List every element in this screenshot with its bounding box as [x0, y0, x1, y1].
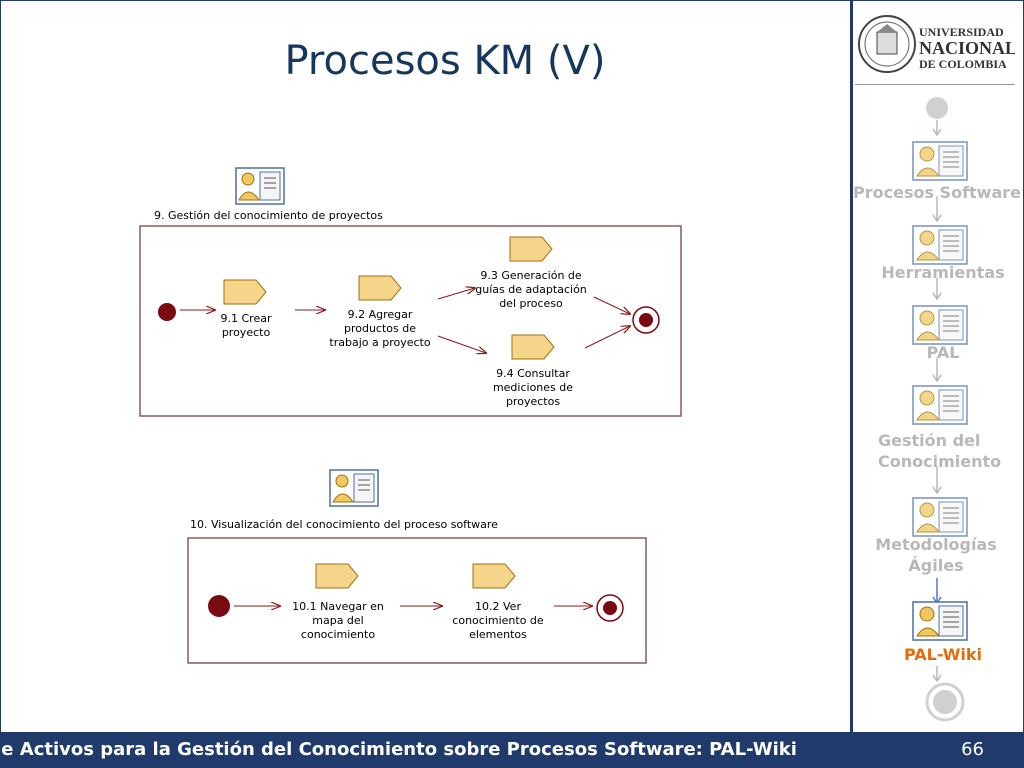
diagram1-frame [139, 225, 682, 417]
activity-9-2-line: productos de [344, 322, 416, 335]
sidebar-step-metodologias-label: Metodologías Ágiles [875, 535, 997, 575]
activity-10-2-line: elementos [469, 628, 527, 641]
sidebar-step-pal-wiki[interactable]: PAL-Wiki [903, 645, 982, 664]
diagram-visualizacion-conocimiento: 10. Visualización del conocimiento del p… [187, 469, 647, 664]
diagram2-frame [187, 537, 647, 664]
activity-9-4-line: mediciones de [493, 381, 573, 394]
diagram1-end-node [632, 306, 660, 334]
university-seal-icon [858, 15, 916, 73]
activity-9-4-line: 9.4 Consultar [496, 367, 570, 380]
activity-9-2-line: trabajo a proyecto [329, 336, 430, 349]
activity-9-3-line: guías de adaptación [475, 283, 587, 296]
sidebar-step-herramientas[interactable]: Herramientas [881, 263, 1005, 282]
activity-10-2-line: conocimiento de [452, 614, 544, 627]
footer-bar: a de Activos para la Gestión del Conocim… [0, 732, 1024, 768]
sidebar-end-node [925, 682, 965, 722]
diagram1-role-icon [235, 167, 285, 205]
main-area [850, 0, 853, 732]
sidebar-step-metodologias-agiles[interactable]: Metodologías Ágiles [866, 534, 1006, 576]
university-logo: UNIVERSIDAD NACIONAL DE COLOMBIA [855, 4, 1017, 85]
footer-title: a de Activos para la Gestión del Conocim… [0, 739, 797, 760]
diagram2-start-node [208, 595, 230, 617]
sidebar-step-icon [912, 601, 968, 641]
diagram1-title: 9. Gestión del conocimiento de proyectos [154, 209, 383, 222]
sidebar-step-icon [912, 141, 968, 181]
sidebar-step-icon [912, 305, 968, 345]
slide-title: Procesos KM (V) [284, 38, 606, 84]
activity-9-3-line: 9.3 Generación de [480, 269, 582, 282]
sidebar-step-icon [912, 497, 968, 537]
activity-10-1-line: conocimiento [301, 628, 375, 641]
sidebar-step-procesos-software[interactable]: Procesos Software [853, 183, 1021, 202]
sidebar-navigation [912, 97, 968, 722]
activity-9-2-line: 9.2 Agregar [348, 308, 413, 321]
diagram1-start-node [158, 303, 176, 321]
logo-line1: UNIVERSIDAD [919, 25, 1004, 39]
sidebar-step-icon [912, 225, 968, 265]
page-number: 66 [961, 739, 984, 760]
activity-10-2-line: 10.2 Ver [475, 600, 521, 613]
sidebar-step-gestion-conocimiento-label: Gestión del Conocimiento [878, 431, 1002, 471]
sidebar-step-pal[interactable]: PAL [926, 343, 960, 362]
diagram2-end-node [596, 594, 624, 622]
sidebar-step-gestion-conocimiento[interactable]: Gestión del Conocimiento [858, 430, 1024, 472]
activity-10-1-line: 10.1 Navegar en [292, 600, 384, 613]
diagram2-title: 10. Visualización del conocimiento del p… [190, 518, 498, 531]
sidebar-step-icon [912, 385, 968, 425]
activity-9-3-line: del proceso [499, 297, 563, 310]
activity-10-1-line: mapa del [312, 614, 363, 627]
activity-9-1-line: 9.1 Crear [221, 312, 272, 325]
logo-line2: NACIONAL [919, 38, 1015, 58]
diagram2-role-icon [329, 469, 379, 507]
activity-9-4-line: proyectos [506, 395, 560, 408]
sidebar-start-node [926, 97, 948, 119]
diagram-gestion-conocimiento: 9. Gestión del conocimiento de proyectos… [139, 167, 682, 417]
activity-9-1-line: proyecto [222, 326, 271, 339]
logo-line3: DE COLOMBIA [919, 57, 1007, 71]
